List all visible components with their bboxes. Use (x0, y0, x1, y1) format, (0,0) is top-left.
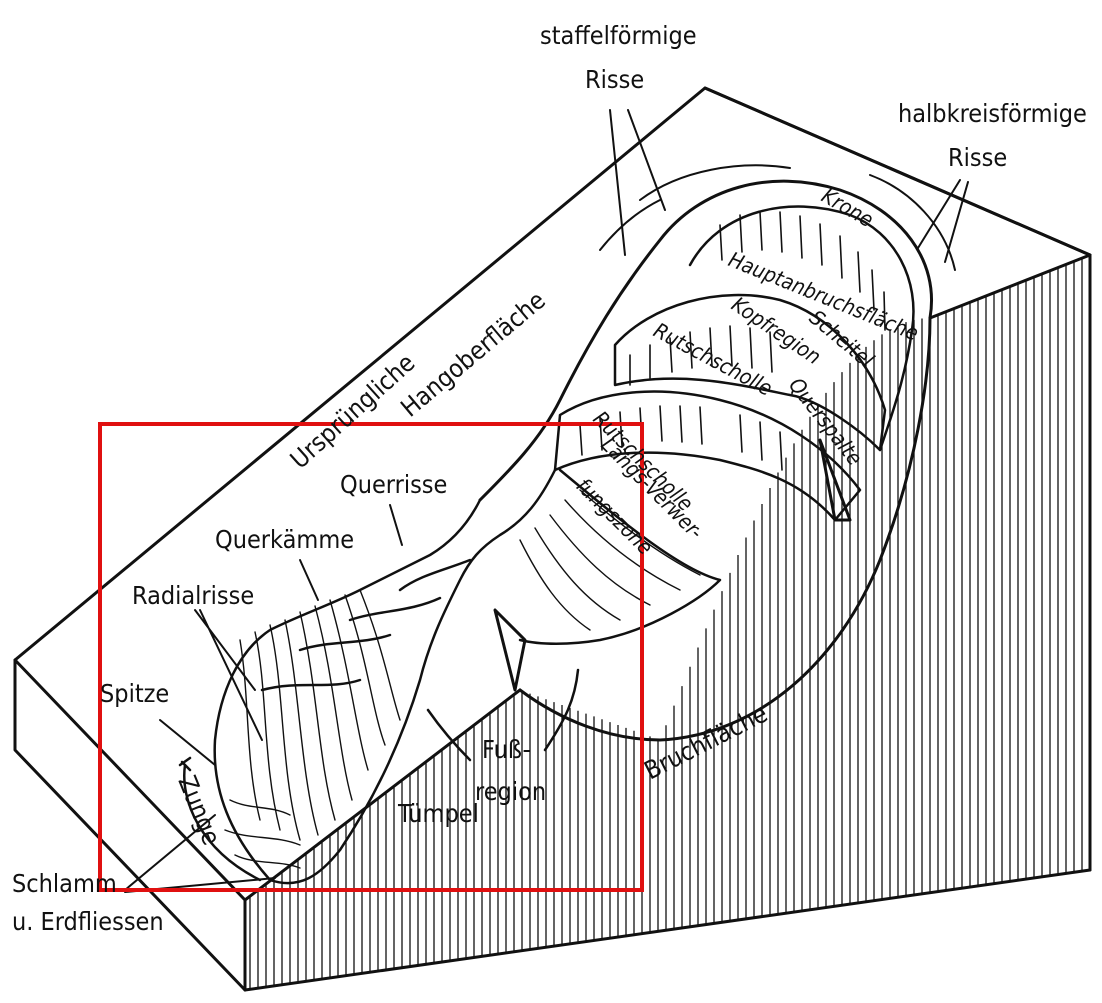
label-staffel-2: Risse (585, 65, 644, 94)
label-querrisse: Querrisse (340, 470, 447, 499)
label-halbkreis-2: Risse (948, 143, 1007, 172)
label-radialrisse: Radialrisse (132, 581, 254, 610)
label-hangoberflaeche: Hangoberfläche (395, 285, 551, 422)
front-face-hatching (250, 258, 1082, 989)
label-spitze: Spitze (100, 679, 169, 708)
label-querkaemme: Querkämme (215, 525, 354, 554)
label-halbkreis-1: halbkreisförmige (898, 99, 1087, 128)
label-schlamm-1: Schlamm (12, 869, 117, 898)
label-staffel-1: staffelförmige (540, 21, 697, 50)
label-fuss-1: Fuß- (482, 735, 531, 764)
block-outline (15, 88, 1090, 990)
label-urspruengliche: Ursprüngliche (285, 348, 421, 474)
label-fuss-2: region (475, 777, 546, 806)
label-tuempel: Tümpel (397, 799, 479, 828)
label-schlamm-2: u. Erdfliessen (12, 907, 164, 936)
label-krone: Krone (818, 184, 878, 232)
main-scarp (480, 165, 955, 740)
